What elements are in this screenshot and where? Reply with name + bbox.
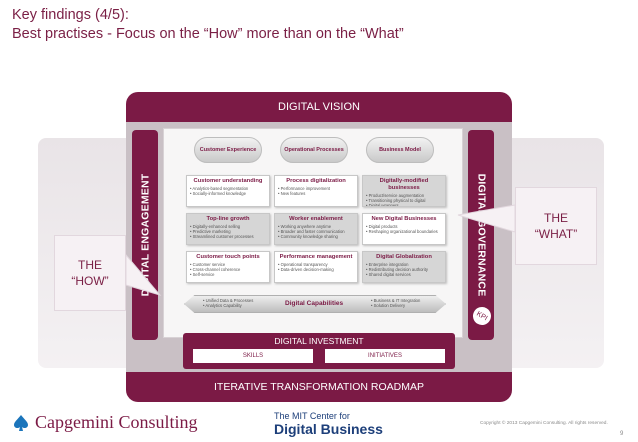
framework-cell: Performance management • Operational tran… [274,251,358,283]
cell-title: Customer understanding [193,178,263,184]
pillar-label: Business Model [379,146,421,153]
framework-cell: Digitally-modified businesses • Product/s… [362,175,446,207]
mit-logo: The MIT Center for Digital Business [260,410,400,440]
cell-bullet: • Product/service augmentation [366,193,425,198]
cell-bullet: • Community knowledge sharing [278,234,338,239]
page-number: 9 [620,431,624,437]
pillar-operational-processes: Operational Processes [280,137,348,163]
digital-capabilities-title: Digital Capabilities [285,300,344,307]
digital-capabilities-bar: • Unified Data & Processes • Analytics C… [184,295,446,313]
cell-bullet: • Transitioning physical to digital [366,198,426,203]
cell-bullet: • Operational transparency [278,262,328,267]
mit-line1: The MIT Center for [274,411,350,421]
cell-bullet: • Data-driven decision-making [278,267,334,272]
cell-bullet: • Streamlined customer processes [190,234,254,239]
framework-grid: Customer Experience Operational Processe… [163,128,463,338]
cell-body: • Operational transparency• Data-driven … [278,262,354,272]
cell-body: • Digitally-enhanced selling• Predictive… [190,224,266,239]
callout-how-line2: “HOW” [71,274,109,288]
cell-bullet: • Digital wrappers [366,203,399,207]
cell-bullet: • Socially-informed knowledge [190,191,246,196]
cell-title: Digitally-modified businesses [379,178,429,191]
callout-what-line2: “WHAT” [534,227,578,241]
framework-cell: Customer understanding • Analytics-based … [186,175,270,207]
cell-body: • Customer service• Cross-channel cohere… [190,262,266,277]
framework-cell: Process digitalization • Performance impr… [274,175,358,207]
cell-title: Top-line growth [206,216,250,222]
cell-bullet: • Broader and faster communication [278,229,345,234]
roadmap-label: ITERATIVE TRANSFORMATION ROADMAP [213,381,424,393]
cell-bullet: • Working anywhere anytime [278,224,332,229]
skills-label: SKILLS [242,353,264,359]
capabilities-right-list: • Business & IT Integration • Solution D… [371,298,420,308]
callout-how: THE “HOW” [54,235,126,311]
cell-bullet: • Customer service [190,262,226,267]
capability-item: • Unified Data & Processes [203,298,254,303]
cell-title: Customer touch points [196,254,260,260]
cell-body: • Enterprise integration• Redistributing… [366,262,442,277]
cell-bullet: • Digital products [366,224,398,229]
title-line-2: Best practises - Focus on the “How” more… [12,26,404,42]
cell-body: • Digital products• Reshaping organizati… [366,224,442,234]
callout-what: THE “WHAT” [515,187,597,265]
pillar-label: Customer Experience [199,146,257,153]
cell-bullet: • Digitally-enhanced selling [190,224,241,229]
copyright-text: Copyright © 2013 Capgemini Consulting. A… [480,421,608,426]
cell-body: • Product/service augmentation• Transiti… [366,193,442,207]
framework-cell: Digital Globalization • Enterprise integr… [362,251,446,283]
cell-title: Digital Globalization [376,254,432,260]
cell-bullet: • Analytics-based segmentation [190,186,249,191]
slide-title: Key findings (4/5): Best practises - Foc… [12,6,404,44]
cell-title: Performance management [279,254,353,260]
mit-line2: Digital Business [274,421,383,437]
pillar-label: Operational Processes [284,146,344,153]
cell-bullet: • New features [278,191,306,196]
capability-item: • Business & IT Integration [371,298,421,303]
digital-vision-header: DIGITAL VISION [126,92,512,122]
pillar-business-model: Business Model [366,137,434,163]
digital-investment-label: DIGITAL INVESTMENT [274,336,364,346]
capability-item: • Solution Delivery [371,303,406,308]
capgemini-logo: Capgemini Consulting [12,412,198,433]
spade-icon [12,414,30,432]
framework-cell: Customer touch points• Customer service•… [186,251,270,283]
title-line-1: Key findings (4/5): [12,7,129,23]
initiatives-box: INITIATIVES [325,349,445,363]
pillar-customer-experience: Customer Experience [194,137,262,163]
framework-cell: Worker enablement • Working anywhere anyt… [274,213,358,245]
cell-body: • Performance improvement• New features [278,186,354,196]
initiatives-label: INITIATIVES [368,353,402,359]
cell-body: • Analytics-based segmentation• Socially… [190,186,266,196]
cell-bullet: • Self-service [190,272,215,277]
capabilities-left-list: • Unified Data & Processes • Analytics C… [203,298,253,308]
cell-body: • Working anywhere anytime• Broader and … [278,224,354,239]
framework-cell: New Digital Businesses • Digital products… [362,213,446,245]
cell-title: New Digital Businesses [371,216,437,222]
callout-what-pointer [457,204,516,233]
cell-bullet: • Shared digital services [366,272,411,277]
cell-title: Worker enablement [289,216,343,222]
callout-what-line1: THE [544,211,568,225]
digital-engagement-bar: DIGITAL ENGAGEMENT [132,130,158,340]
cell-title: Process digitalization [286,178,346,184]
capability-item: • Analytics Capability [203,303,242,308]
cell-bullet: • Performance improvement [278,186,330,191]
transformation-roadmap-bar: ITERATIVE TRANSFORMATION ROADMAP [126,372,512,402]
cell-bullet: • Redistributing decision authority [366,267,428,272]
brand-name: Capgemini Consulting [35,412,198,432]
cell-bullet: • Enterprise integration [366,262,409,267]
digital-investment-bar: DIGITAL INVESTMENT SKILLS INITIATIVES [183,333,455,369]
callout-how-line1: THE [77,258,102,272]
skills-box: SKILLS [193,349,313,363]
digital-vision-label: DIGITAL VISION [278,101,360,113]
cell-bullet: • Predictive marketing [190,229,231,234]
callout-how-pointer [125,253,162,296]
cell-bullet: • Cross-channel coherence [190,267,241,272]
framework-cell: Top-line growth • Digitally-enhanced sell… [186,213,270,245]
cell-bullet: • Reshaping organizational boundaries [366,229,438,234]
